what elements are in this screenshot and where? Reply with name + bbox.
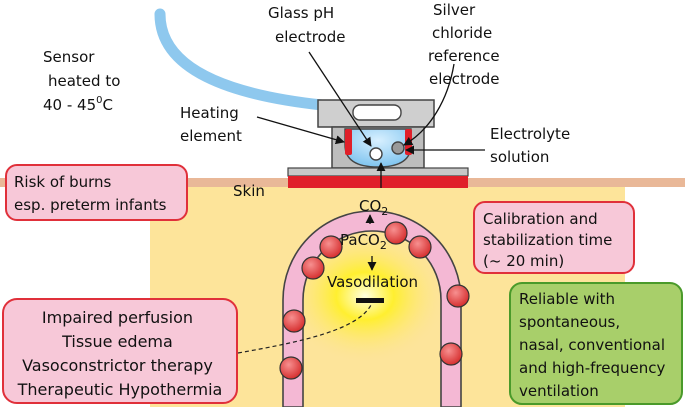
heater-plate	[288, 176, 468, 188]
sensor-cap-slot	[352, 104, 402, 121]
perfusion-box-line: Vasoconstrictor therapy	[22, 356, 213, 375]
sensor-label-line: 40 - 45	[43, 96, 96, 114]
calibration-box	[473, 201, 635, 274]
sensor-degree-sup: 0	[96, 95, 102, 106]
vasodilation-glow	[283, 228, 447, 364]
silver-electrode	[391, 141, 405, 155]
burns-box-line: Risk of burns	[14, 173, 112, 191]
sensor-base	[287, 167, 469, 177]
heating-element-label: element	[180, 127, 242, 145]
perfusion-box-line: Therapeutic Hypothermia	[17, 380, 223, 399]
reliable-box-line: nasal, conventional	[519, 336, 665, 354]
sensor-label-line: heated to	[48, 72, 120, 90]
glass-electrode	[369, 147, 383, 161]
svg-text:Risk of burns esp. preterm: Risk of burns esp. preterm infants	[14, 173, 167, 214]
pointer-glass	[308, 51, 372, 147]
rbc	[408, 235, 432, 259]
sensor-label-line: Sensor	[43, 48, 95, 66]
pointer-silver	[403, 63, 455, 146]
reliable-box-line: spontaneous,	[519, 313, 620, 331]
svg-text:Heating element: Heating element	[180, 104, 244, 145]
rbc	[319, 235, 343, 259]
silver-electrode-label: chloride	[432, 24, 492, 42]
calibration-box-line: stabilization time	[483, 231, 612, 249]
burns-box	[5, 164, 188, 221]
heating-element-left	[345, 129, 352, 155]
perfusion-box-line: Impaired perfusion	[42, 308, 193, 327]
reliable-box	[509, 282, 683, 405]
pointer-heating	[256, 116, 345, 145]
perfusion-box	[2, 298, 238, 404]
svg-text:Glass pH electrode: Glass pH electrode	[268, 4, 346, 46]
red-blood-cells	[279, 221, 470, 380]
sensor-cable	[154, 8, 328, 111]
silver-electrode-label: Silver	[433, 1, 476, 19]
reliable-box-line: Reliable with	[519, 290, 615, 308]
glass-electrode-label: electrode	[275, 28, 346, 46]
svg-text:Calibration and stabilizat: Calibration and stabilization time (~ 20…	[483, 210, 617, 270]
paco2-label: PaCO2	[340, 231, 387, 252]
reliable-box-line: and high-frequency	[519, 359, 665, 377]
rbc	[279, 356, 303, 380]
perfusion-link	[237, 302, 373, 354]
burns-box-line: esp. preterm infants	[14, 196, 167, 214]
heating-element-label: Heating	[180, 104, 239, 122]
svg-text:Sensor heated to 40 -: Sensor heated to 40 - 450C	[43, 48, 125, 114]
silver-electrode-label: electrode	[429, 70, 500, 88]
silver-electrode-label: reference	[428, 47, 500, 65]
electrolyte-label: solution	[490, 148, 549, 166]
reliable-box-line: ventilation	[519, 382, 599, 400]
rbc	[439, 342, 463, 366]
rbc	[301, 256, 325, 280]
svg-text:Reliable with spontaneous,: Reliable with spontaneous, nasal, conven…	[519, 290, 670, 400]
svg-text:Impaired perfusion Tissue: Impaired perfusion Tissue edema Vasocons…	[17, 308, 223, 399]
calibration-box-line: Calibration and	[483, 210, 598, 228]
rbc	[282, 309, 306, 333]
rbc	[384, 221, 408, 245]
rbc	[446, 284, 470, 308]
glass-electrode-label: Glass pH	[268, 4, 334, 22]
minus-sign	[356, 298, 384, 303]
perfusion-box-line: Tissue edema	[61, 332, 173, 351]
vasodilation-label: Vasodilation	[327, 273, 418, 291]
sensor-label-unit: C	[103, 96, 113, 114]
electrolyte-label: Electrolyte	[490, 125, 570, 143]
svg-text:Silver chloride refere: Silver chloride reference electrode	[428, 1, 504, 88]
svg-text:Electrolyte solution: Electrolyte solution	[490, 125, 575, 166]
skin-label: Skin	[233, 182, 265, 200]
co2-label: CO2	[359, 197, 388, 218]
calibration-box-line: (~ 20 min)	[483, 252, 564, 270]
